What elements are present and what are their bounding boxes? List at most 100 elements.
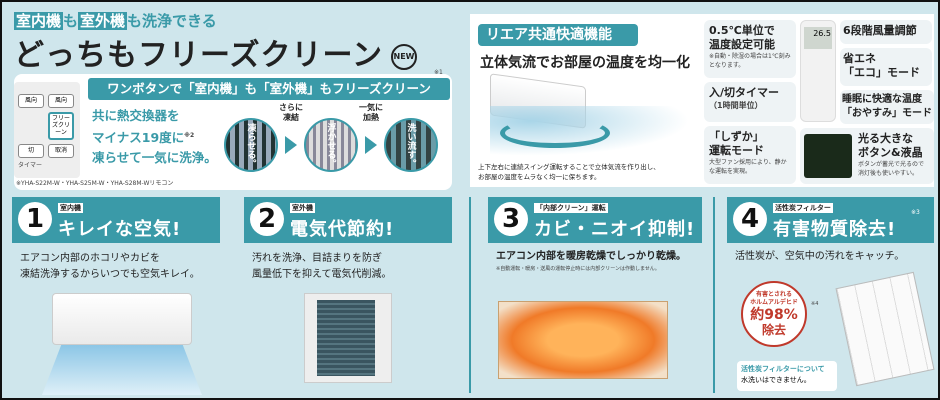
remote-button: 風向: [48, 94, 74, 108]
freeze-clean-box: 風向 風向 フリーズクリーン 切 取消 タイマー ※YHA-S22M-W・YHA…: [14, 69, 452, 190]
section-header: 3 「内部クリーン」運転カビ・ニオイ抑制!: [488, 197, 702, 243]
step-freeze-circle: 凍らせる。: [224, 118, 278, 172]
section-header: 2 室外機電気代節約!: [244, 197, 452, 243]
feature-title: 温度設定可能: [709, 38, 775, 51]
new-badge: NEW: [391, 43, 417, 70]
section-desc: エアコン内部のホコリやカビを凍結洗浄するからいつでも空気キレイ。: [20, 251, 220, 283]
heat-dry-image: [498, 301, 668, 379]
subtitle-text: も洗浄できる: [127, 12, 217, 30]
remote-caption: ※YHA-S22M-W・YHA-S25M-W・YHA-S28M-Wリモコン: [16, 180, 174, 187]
arrow-right-icon: [285, 136, 297, 154]
filter-image: [835, 271, 935, 387]
remote-button: 風向: [18, 94, 44, 108]
section-label: 「内部クリーン」運転: [534, 203, 608, 213]
footnote: ※2: [184, 132, 195, 139]
section-title: カビ・ニオイ抑制!: [534, 219, 696, 240]
page-title: どっちもフリーズクリーン NEW: [14, 30, 417, 74]
desc-line: エアコン内部のホコリやカビを: [20, 253, 160, 264]
caption-line: お部屋の温度をムラなく均一に保ちます。: [478, 173, 601, 181]
lead-line: 凍らせて一気に洗浄。: [92, 150, 217, 166]
section-number: 3: [494, 202, 528, 236]
indoor-unit-image: [52, 293, 192, 345]
feature-timer: 入/切タイマー （1時間単位）: [704, 82, 796, 122]
tag-outdoor: 室外機: [78, 12, 128, 30]
section-header: 1 室内機キレイな空気!: [12, 197, 220, 243]
remote-button: 切: [18, 144, 44, 158]
lead-line: 共に熱交換器を: [92, 108, 180, 123]
feature-eco: 省エネ「エコ」モード: [840, 48, 932, 86]
arrow-right-icon: [365, 136, 377, 154]
section-desc: 汚れを洗浄、目詰まりを防ぎ風量低下を抑えて電気代削減。: [252, 251, 452, 283]
divider: [469, 197, 471, 393]
tag-indoor: 室内機: [14, 12, 64, 30]
common-caption: 上下左右に連続スイング運転することで立体気流を作り出し、 お部屋の温度をムラなく…: [478, 162, 660, 182]
common-features-panel: リエア共通快適機能 立体気流でお部屋の温度を均一化 上下左右に連続スイング運転す…: [470, 14, 934, 187]
feature-note: 大型ファン採用により、静かな運転を実現。: [709, 159, 787, 175]
section-label: 室外機: [290, 203, 315, 213]
badge-line: 除去: [761, 323, 786, 337]
section-desc: 活性炭が、空気中の汚れをキャッチ。: [735, 251, 905, 262]
feature-title: 0.5℃単位で: [709, 24, 775, 37]
section-title: 有害物質除去!: [773, 219, 897, 240]
section-title: キレイな空気!: [58, 219, 182, 240]
feature-note: ※自動・除湿の場合は1℃刻みとなります。: [709, 53, 791, 69]
desc-line: 風量低下を抑えて電気代削減。: [252, 269, 392, 280]
subtitle: 室内機も室外機も洗浄できる: [14, 10, 217, 31]
clean-air-image: [42, 345, 202, 395]
section-2: 2 室外機電気代節約! 汚れを洗浄、目詰まりを防ぎ風量低下を抑えて電気代削減。: [244, 197, 452, 383]
swing-arrow-icon: [500, 118, 610, 148]
feature-title: 6段階風量調節: [843, 24, 917, 37]
remote-label: タイマー: [18, 162, 43, 169]
remote-image: 風向 風向 フリーズクリーン 切 取消 タイマー: [14, 82, 80, 178]
feature-note: （1時間単位）: [709, 101, 763, 110]
divider: [713, 197, 715, 393]
feature-title: 「おやすみ」モード: [842, 108, 932, 119]
feature-title: 入/切タイマー: [709, 86, 780, 99]
feature-title: 省エネ: [843, 52, 876, 65]
desc-line: 汚れを洗浄、目詰まりを防ぎ: [252, 253, 382, 264]
freeze-band: ワンボタンで「室内機」も「室外機」もフリーズクリーン: [88, 78, 450, 100]
feature-title: 運転モード: [709, 144, 764, 157]
section-note: ※自動運転・暖房・送風の運転停止時には内部クリーンは作動しません。: [496, 266, 660, 272]
remote-display: 26.5: [804, 27, 832, 49]
badge-percent: 約98%: [750, 307, 798, 323]
filter-note-title: 活性炭フィルターについて: [741, 365, 825, 373]
section-desc: エアコン内部を暖房乾燥でしっかり乾燥。: [496, 251, 686, 262]
subtitle-text: も: [63, 12, 79, 30]
feature-title: 「しずか」: [709, 130, 764, 143]
filter-note-body: 水洗いはできません。: [741, 376, 811, 384]
removal-badge: 有害とされる ホルムアルデヒド 約98% 除去: [741, 281, 807, 347]
badge-line: 有害とされる: [755, 291, 792, 298]
remote-button: 取消: [48, 144, 74, 158]
section-title: 電気代節約!: [290, 219, 395, 240]
feature-title: ボタン&液晶: [858, 146, 923, 159]
caption-line: 上下左右に連続スイング運転することで立体気流を作り出し、: [478, 163, 660, 171]
footnote: ※3: [911, 209, 920, 216]
section-1: 1 室内機キレイな空気! エアコン内部のホコリやカビを凍結洗浄するからいつでも空気…: [12, 197, 220, 395]
feature-title: 「エコ」モード: [843, 66, 920, 79]
feature-glow: 光る大きなボタン&液晶ボタンが蓄光で光るので消灯後も使いやすい。: [800, 128, 934, 184]
remote-freeze-button: フリーズクリーン: [48, 112, 74, 140]
feature-fan-speed: 6段階風量調節: [840, 20, 932, 44]
section-number: 4: [733, 202, 767, 236]
feature-quiet: 「しずか」運転モード大型ファン採用により、静かな運転を実現。: [704, 126, 796, 184]
section-label: 室内機: [58, 203, 83, 213]
feature-title: 光る大きな: [858, 132, 913, 145]
section-number: 2: [250, 202, 284, 236]
title-text: どっちもフリーズクリーン: [14, 38, 383, 73]
section-3: 3 「内部クリーン」運転カビ・ニオイ抑制! エアコン内部を暖房乾燥でしっかり乾燥。…: [488, 197, 702, 379]
section-number: 1: [18, 202, 52, 236]
common-features-pill: リエア共通快適機能: [478, 24, 638, 46]
freeze-lead: 共に熱交換器を マイナス19度に※2 凍らせて一気に洗浄。: [92, 106, 217, 168]
outdoor-unit-image: [304, 293, 392, 383]
feature-note: ボタンが蓄光で光るので消灯後も使いやすい。: [858, 161, 925, 177]
footnote: ※4: [811, 301, 819, 307]
filter-note-box: 活性炭フィルターについて水洗いはできません。: [737, 361, 837, 391]
step-label: 一気に加熱: [359, 103, 383, 122]
glowing-remote-image: [804, 134, 852, 178]
feature-sleep: 睡眠に快適な温度「おやすみ」モード: [840, 90, 934, 124]
feature-title: 睡眠に快適な温度: [842, 94, 922, 105]
